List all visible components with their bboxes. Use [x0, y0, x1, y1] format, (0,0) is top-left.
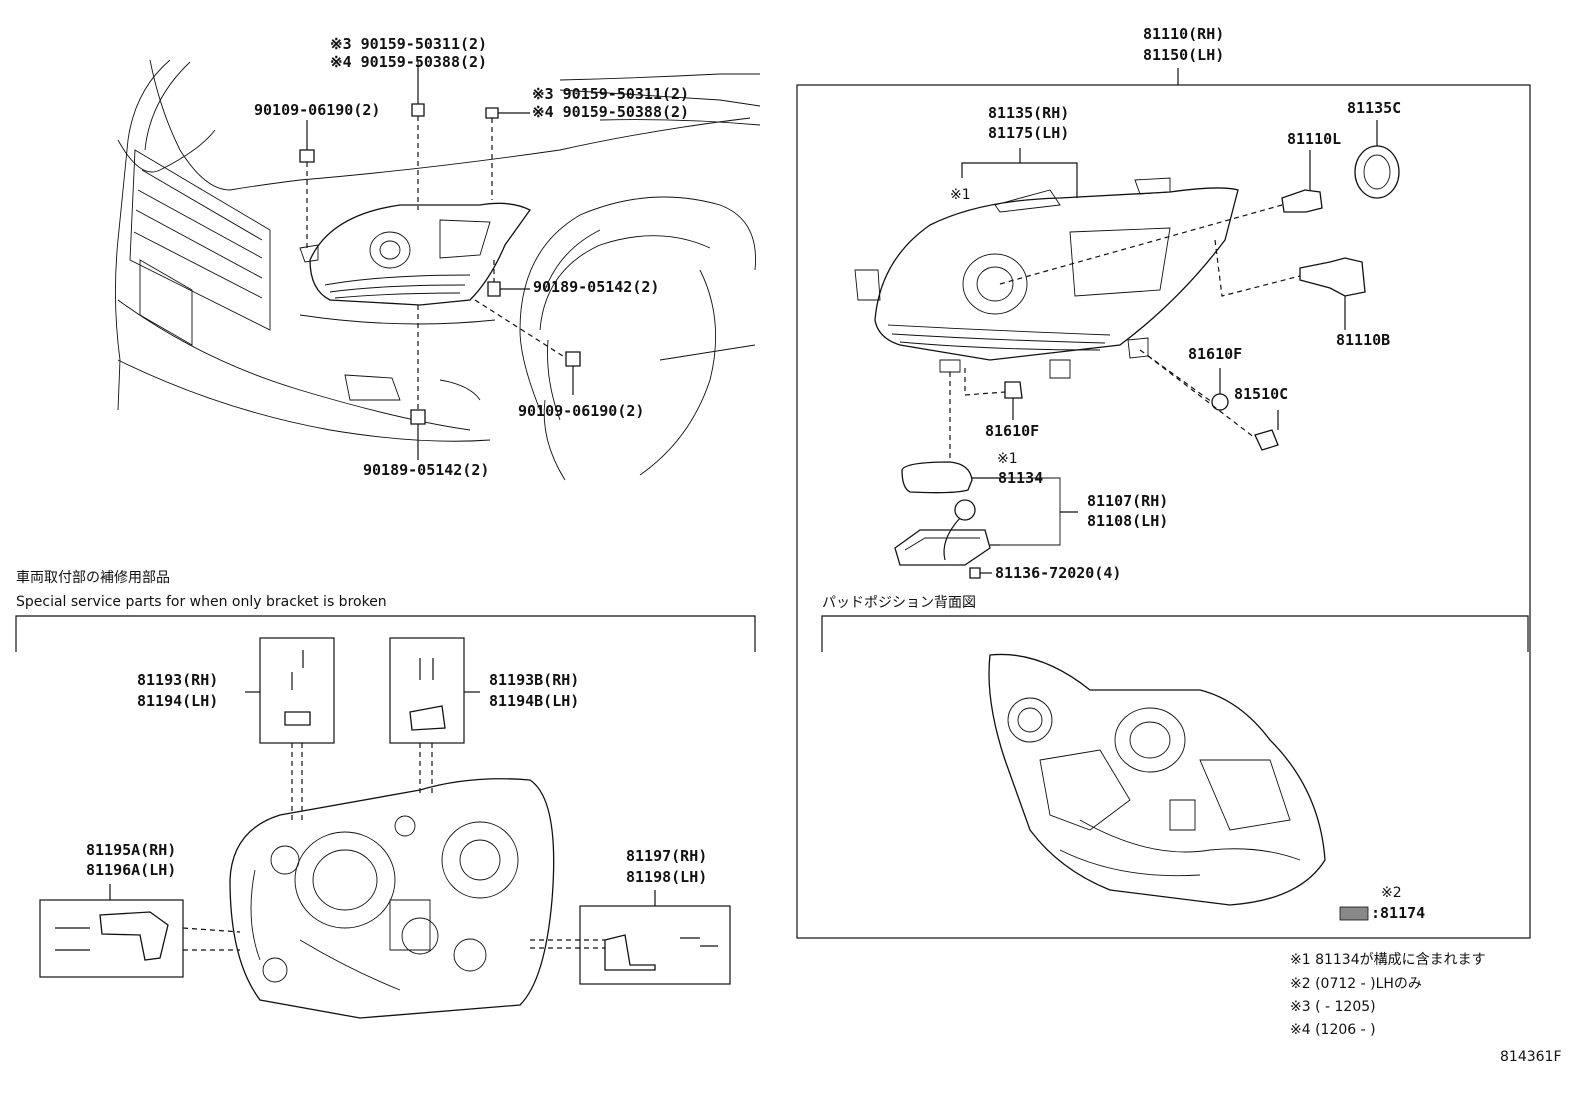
body-lh-label: 81175(LH) [988, 124, 1070, 142]
note-4: ※4 (1206 - ) [1290, 1022, 1376, 1038]
repair-title-en: Special service parts for when only brac… [16, 594, 387, 610]
bracket-d-rh-label: 81197(RH) [626, 847, 708, 865]
headlamp-rear-unit [229, 778, 555, 1019]
pad-position-rear-view [821, 615, 1529, 921]
bolt-a-label-3: ※3 90159-50311(2) [330, 35, 488, 53]
assy-rh-label: 81110(RH) [1143, 25, 1225, 43]
pad-part-label: :81174 [1371, 904, 1426, 922]
bracket-boxes [39, 637, 731, 985]
fasteners-car [299, 60, 581, 460]
bulbs-and-sockets [964, 120, 1400, 451]
ballast-rh-label: 81107(RH) [1087, 492, 1169, 510]
bulb-c-label: 81510C [1234, 385, 1289, 403]
bracket-a-rh-label: 81193(RH) [137, 671, 219, 689]
ballast-screw-label: 81136-72020(4) [995, 564, 1122, 582]
bulb-l-label: 81110L [1287, 130, 1342, 148]
bracket-c-rh-label: 81195A(RH) [86, 841, 177, 859]
note-1: ※1 81134が構成に含まれます [1290, 952, 1486, 968]
bulb-f-right-label: 81610F [1188, 345, 1243, 363]
bracket-b-rh-label: 81193B(RH) [489, 671, 580, 689]
bolt-b-label-3: ※3 90159-50311(2) [532, 85, 690, 103]
repair-parts-frame [15, 615, 756, 652]
ballast-lh-label: 81108(LH) [1087, 512, 1169, 530]
bolt-b-label-4: ※4 90159-50388(2) [532, 103, 690, 121]
headlamp-assembly-frame [796, 68, 1531, 939]
bracket-c-lh-label: 81196A(LH) [86, 861, 177, 879]
screw-right-label: 90189-05142(2) [533, 278, 660, 296]
headlamp-unit [854, 148, 1239, 379]
figure-id: 814361F [1500, 1049, 1562, 1065]
note-3: ※3 ( - 1205) [1290, 999, 1376, 1015]
socket-cap-label: 81135C [1347, 99, 1402, 117]
mark1-label: ※1 [950, 187, 971, 203]
bracket-d-lh-label: 81198(LH) [626, 868, 708, 886]
ballast-assembly [894, 372, 1078, 579]
gasket-mark-label: ※1 [997, 451, 1018, 467]
bolt-a-label-4: ※4 90159-50388(2) [330, 53, 488, 71]
screw-top-label: 90109-06190(2) [254, 101, 381, 119]
bulb-b-label: 81110B [1336, 331, 1391, 349]
repair-title-jp: 車両取付部の補修用部品 [16, 570, 170, 586]
gasket-label: 81134 [998, 469, 1044, 487]
bulb-f-bottom-label: 81610F [985, 422, 1040, 440]
bracket-a-lh-label: 81194(LH) [137, 692, 219, 710]
assy-lh-label: 81150(LH) [1143, 46, 1225, 64]
note-2: ※2 (0712 - )LHのみ [1290, 976, 1422, 992]
car-front-illustration [114, 59, 761, 481]
bracket-b-lh-label: 81194B(LH) [489, 692, 580, 710]
screw-bottom-label: 90189-05142(2) [363, 461, 490, 479]
pad-mark2-label: ※2 [1381, 885, 1402, 901]
body-rh-label: 81135(RH) [988, 104, 1070, 122]
screw-lower-label: 90109-06190(2) [518, 402, 645, 420]
pad-position-title: パッドポジション背面図 [822, 595, 976, 611]
